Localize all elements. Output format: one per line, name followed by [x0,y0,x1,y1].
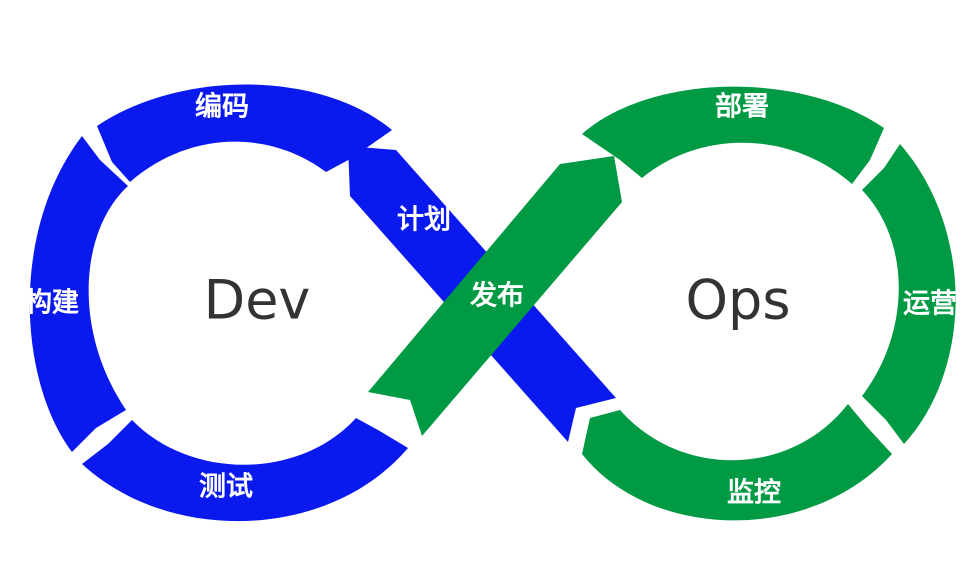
ops-segment-release [368,156,622,436]
stage-label-test: 测试 [199,472,253,503]
dev-center-label: Dev [204,269,311,332]
stage-label-plan: 计划 [397,205,451,236]
stage-label-monitor: 监控 [727,478,781,509]
ops-segment-deploy [582,86,884,184]
stage-label-operate: 运营 [903,289,957,320]
dev-segment-build [29,136,128,452]
dev-segment-test [82,418,408,522]
stage-label-deploy: 部署 [715,91,769,123]
ops-segment-monitor [582,404,892,521]
stage-label-release: 发布 [469,280,524,312]
ops-segment-operate [862,144,956,444]
stage-label-code: 编码 [195,91,249,123]
ops-loop [368,86,956,521]
ops-center-label: Ops [686,269,791,332]
stage-label-build: 构建 [25,288,79,319]
dev-segment-code [97,84,392,182]
